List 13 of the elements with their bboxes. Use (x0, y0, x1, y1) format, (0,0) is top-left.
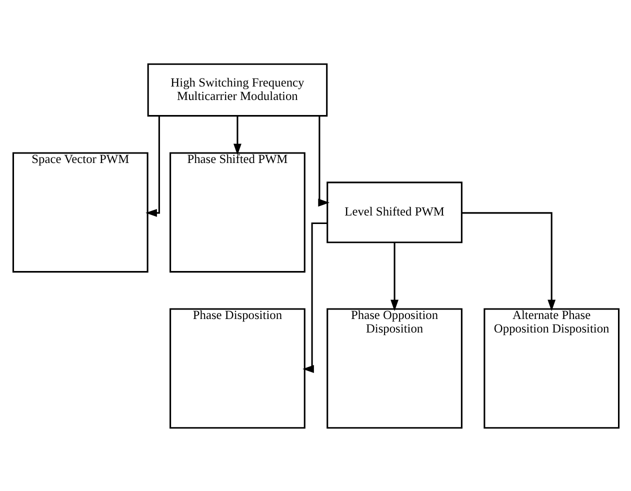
node-box: High Switching Frequency Multicarrier Modulation (146, 62, 328, 116)
node-box: Level Shifted PWM (326, 181, 462, 243)
node-box: Phase Disposition (169, 308, 305, 428)
arrow (462, 212, 556, 311)
arrow (390, 242, 398, 311)
node-box: Phase Shifted PWM (169, 152, 305, 272)
arrow (232, 115, 241, 155)
node-box: Space Vector PWM (12, 152, 148, 272)
arrow (318, 115, 330, 206)
node-box: Phase Opposition Disposition (326, 308, 462, 428)
arrow (145, 116, 160, 216)
node-box: Alternate Phase Opposition Disposition (483, 308, 620, 428)
arrow (302, 222, 327, 372)
